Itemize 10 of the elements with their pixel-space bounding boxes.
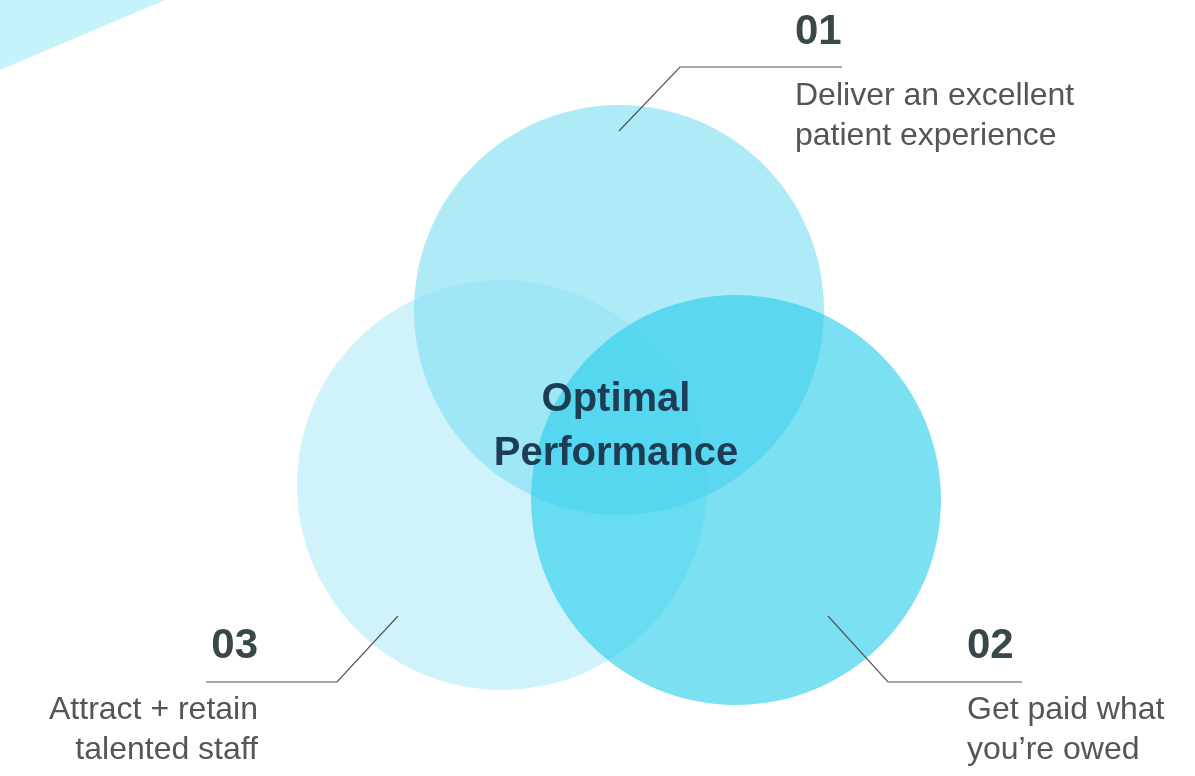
callout-number: 02 — [967, 620, 1014, 668]
leader-line — [618, 66, 843, 132]
leader-line — [827, 615, 1023, 683]
center-title: Optimal Performance — [492, 374, 740, 475]
callout-text: Attract + retain talented staff — [48, 689, 258, 768]
callout-text: Deliver an excellent patient experience — [795, 75, 1076, 154]
callout-number: 03 — [211, 620, 258, 668]
callout-number: 01 — [795, 6, 842, 54]
leader-line — [205, 615, 399, 683]
callout-text: Get paid what you’re owed — [967, 689, 1166, 768]
